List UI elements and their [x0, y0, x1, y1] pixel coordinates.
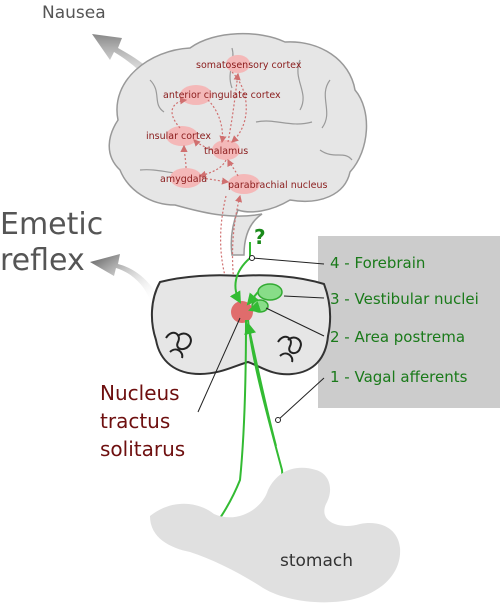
input-vagal: 1 - Vagal afferents [330, 368, 468, 386]
nts-label-line1: Nucleus [100, 381, 180, 405]
anterior-cingulate-region [180, 85, 212, 105]
insular-label: insular cortex [146, 131, 211, 142]
thalamus-region [212, 140, 240, 160]
input-forebrain: 4 - Forebrain [330, 254, 425, 272]
amygdala-region [170, 168, 202, 188]
nausea-label: Nausea [42, 3, 106, 23]
brain-sulcus [297, 59, 304, 111]
thalamus-label: thalamus [204, 146, 248, 157]
brain-connections [171, 71, 247, 300]
emetic-label-line2: reflex [0, 243, 85, 278]
inputs-legend-box [318, 236, 500, 408]
input-vestibular: 3 - Vestibular nuclei [330, 290, 479, 308]
nucleus-tractus-solitarius [231, 301, 253, 323]
unknown-marker: ? [254, 225, 266, 249]
input-area-postrema: 2 - Area postrema [330, 328, 465, 346]
emetic-output-arrow [90, 254, 160, 300]
brain-sulcus [255, 120, 313, 125]
inferior-olive-left [165, 331, 192, 359]
parabrachial-label: parabrachial nucleus [228, 180, 327, 191]
forebrain-leader-dot [249, 255, 255, 261]
somatosensory-label: somatosensory cortex [196, 60, 302, 71]
stomach-label: stomach [280, 551, 353, 571]
amygdala-label: amygdala [160, 174, 207, 185]
nts-label-line2: tractus [100, 409, 170, 433]
nts-label-line3: solitarus [100, 437, 185, 461]
brain-sulcus [319, 149, 353, 161]
inferior-olive-right [277, 335, 302, 363]
brainstem-section [150, 274, 332, 376]
emetic-label-line1: Emetic [0, 207, 103, 242]
input-leader-lines [197, 257, 325, 421]
stomach-shape [150, 467, 401, 603]
anterior-cingulate-label: anterior cingulate cortex [163, 90, 281, 101]
vagal-leader-dot [275, 417, 281, 423]
somatosensory-region [226, 55, 250, 73]
parabrachial-region [228, 174, 260, 194]
area-postrema [251, 299, 269, 313]
brain-sulcus [321, 79, 331, 129]
brain-sulcus [149, 79, 165, 113]
insular-region [166, 126, 198, 146]
vestibular-nucleus [257, 283, 283, 301]
